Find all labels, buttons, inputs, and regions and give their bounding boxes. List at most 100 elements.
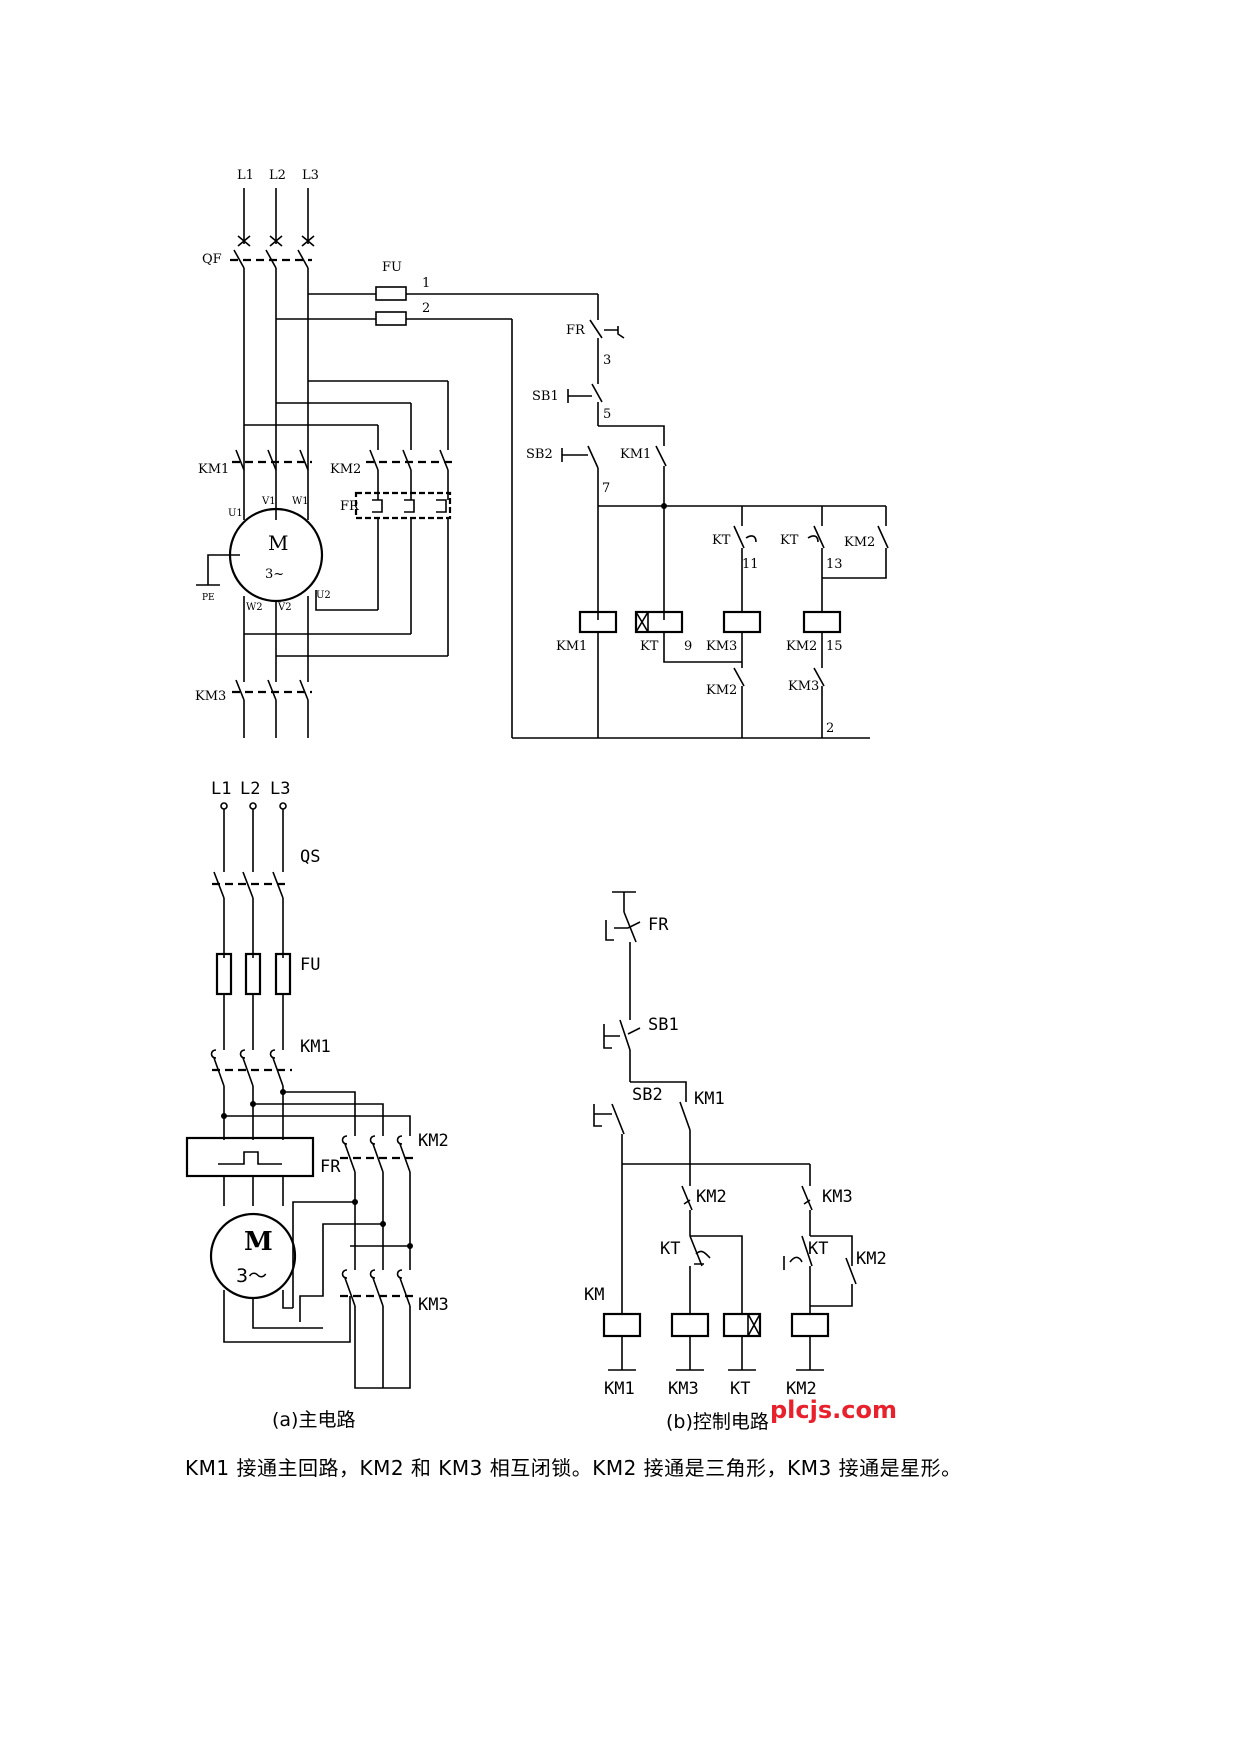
d1-label-km3-nc: KM3	[788, 679, 819, 694]
d1-kt-contact-2	[807, 525, 825, 549]
d1-label-sb1: SB1	[532, 389, 559, 404]
d2-label-fr: FR	[320, 1157, 341, 1177]
d1-qf-breaker	[230, 249, 312, 269]
d2-label-l1: L1	[211, 779, 231, 799]
d2-label-km1: KM1	[300, 1037, 331, 1057]
d1-label-km2: KM2	[330, 462, 361, 477]
d2-watermark: plcjs.com	[770, 1396, 897, 1424]
d1-wire-5: 5	[603, 407, 611, 422]
d2-label-kt-1: KT	[660, 1239, 680, 1259]
d1-fuse-1	[375, 286, 407, 301]
d2-coil-label-km2: KM2	[786, 1379, 817, 1399]
d1-label-km1-ctrl: KM1	[620, 447, 651, 462]
d1-motor-sub: 3~	[265, 567, 284, 582]
d2-label-fr-ctrl: FR	[648, 915, 669, 935]
d1-wire-15: 15	[826, 639, 843, 654]
d1-term-w1: W1	[292, 496, 309, 507]
d1-label-l1: L1	[237, 168, 254, 183]
d2-fr-block	[185, 1136, 315, 1178]
d1-coil-label-kt: KT	[640, 639, 659, 654]
d1-label-pe: PE	[202, 593, 215, 603]
d2-sb2-button	[593, 1103, 625, 1135]
d2-coil-km1	[602, 1312, 642, 1338]
d1-km2-contacts	[366, 449, 452, 471]
d1-wire-2: 2	[422, 301, 430, 316]
d1-label-l3: L3	[302, 168, 319, 183]
d1-label-fu: FU	[382, 260, 402, 275]
d2-motor-sub: 3～	[236, 1265, 267, 1287]
d2-fuse-1	[215, 952, 233, 996]
d1-term-u2: U2	[316, 590, 331, 601]
d1-wire-7: 7	[602, 481, 610, 496]
d1-term-v2: V2	[277, 602, 292, 613]
d1-wire-9: 9	[684, 639, 692, 654]
d2-label-km2-ctrl: KM2	[856, 1249, 887, 1269]
d1-label-fr-ctrl: FR	[566, 323, 586, 338]
d2-motor: M 3～	[209, 1212, 297, 1300]
d1-wire-1: 1	[422, 276, 430, 291]
d2-coil-label-km1: KM1	[604, 1379, 635, 1399]
d1-coil-label-km1: KM1	[556, 639, 587, 654]
d2-km2-contacts	[340, 1135, 414, 1173]
d2-label-sb1: SB1	[648, 1015, 679, 1035]
d1-wire-13: 13	[826, 557, 843, 572]
d1-label-qf: QF	[202, 252, 222, 267]
diagram-1: L1 L2 L3 QF FU 1 2	[195, 168, 889, 739]
d1-label-km3: KM3	[195, 689, 226, 704]
d1-label-km2-nc: KM2	[706, 683, 737, 698]
explanation-caption: KM1 接通主回路，KM2 和 KM3 相互闭锁。KM2 接通是三角形，KM3 …	[185, 1456, 962, 1480]
d1-term-v1: V1	[261, 496, 276, 507]
d1-coil-label-km3: KM3	[706, 639, 737, 654]
d1-fr-nc-contact	[589, 319, 625, 339]
d2-label-qs: QS	[300, 847, 320, 867]
d2-qs-switch	[212, 871, 290, 899]
diagram-2: L1 L2 L3 QS FU KM1	[185, 779, 897, 1433]
d1-wire-2-bottom: 2	[826, 721, 834, 736]
d2-label-km1-ctrl: KM1	[694, 1089, 725, 1109]
d1-fuse-2	[375, 311, 407, 326]
d2-label-sb2: SB2	[632, 1085, 663, 1105]
d2-label-km3-nc: KM3	[822, 1187, 853, 1207]
d2-fuse-2	[244, 952, 262, 996]
d2-label-km-coil: KM	[584, 1285, 604, 1305]
d2-label-l2: L2	[240, 779, 260, 799]
d1-sb1-button	[567, 383, 603, 403]
d1-wire-3: 3	[603, 353, 611, 368]
d2-coil-label-kt: KT	[730, 1379, 750, 1399]
d2-fuse-3	[274, 952, 292, 996]
d1-label-kt-2: KT	[780, 533, 799, 548]
d1-term-w2: W2	[246, 602, 263, 613]
d2-label-kt-2: KT	[808, 1239, 828, 1259]
d2-coil-km3	[670, 1312, 710, 1338]
d1-km1-contacts	[232, 449, 312, 471]
d1-label-sb2: SB2	[526, 447, 553, 462]
d2-km3-contacts	[340, 1202, 414, 1307]
d1-terminal-marks	[237, 235, 315, 247]
d2-coil-km2	[790, 1312, 830, 1338]
d2-km1-contacts	[210, 1049, 292, 1087]
d1-motor-label: M	[268, 531, 288, 555]
d1-motor: M 3~	[228, 507, 324, 603]
d1-label-kt-1: KT	[712, 533, 731, 548]
d2-motor-label: M	[244, 1227, 273, 1257]
d1-km3-contacts	[232, 679, 312, 701]
d1-coil-km2	[802, 610, 842, 634]
d1-coil-label-km2: KM2	[786, 639, 817, 654]
d2-label-l3: L3	[270, 779, 290, 799]
d2-coil-label-km3: KM3	[668, 1379, 699, 1399]
d2-sb1-button	[603, 1019, 641, 1051]
d1-label-l2: L2	[269, 168, 286, 183]
d2-kt-contact-2	[783, 1235, 813, 1270]
d2-fr-nc-contact	[605, 911, 641, 943]
d1-coil-km3	[722, 610, 762, 634]
d2-caption-b: (b)控制电路	[666, 1411, 769, 1433]
d2-label-km2: KM2	[418, 1131, 449, 1151]
d1-kt-contact-1	[733, 525, 757, 549]
d1-sb2-button	[561, 445, 599, 469]
d1-term-u1: U1	[228, 508, 243, 519]
d1-label-km1: KM1	[198, 462, 229, 477]
d2-label-fu: FU	[300, 955, 320, 975]
d2-label-km2-nc: KM2	[696, 1187, 727, 1207]
d2-label-km3: KM3	[418, 1295, 449, 1315]
d1-wire-11: 11	[742, 557, 759, 572]
